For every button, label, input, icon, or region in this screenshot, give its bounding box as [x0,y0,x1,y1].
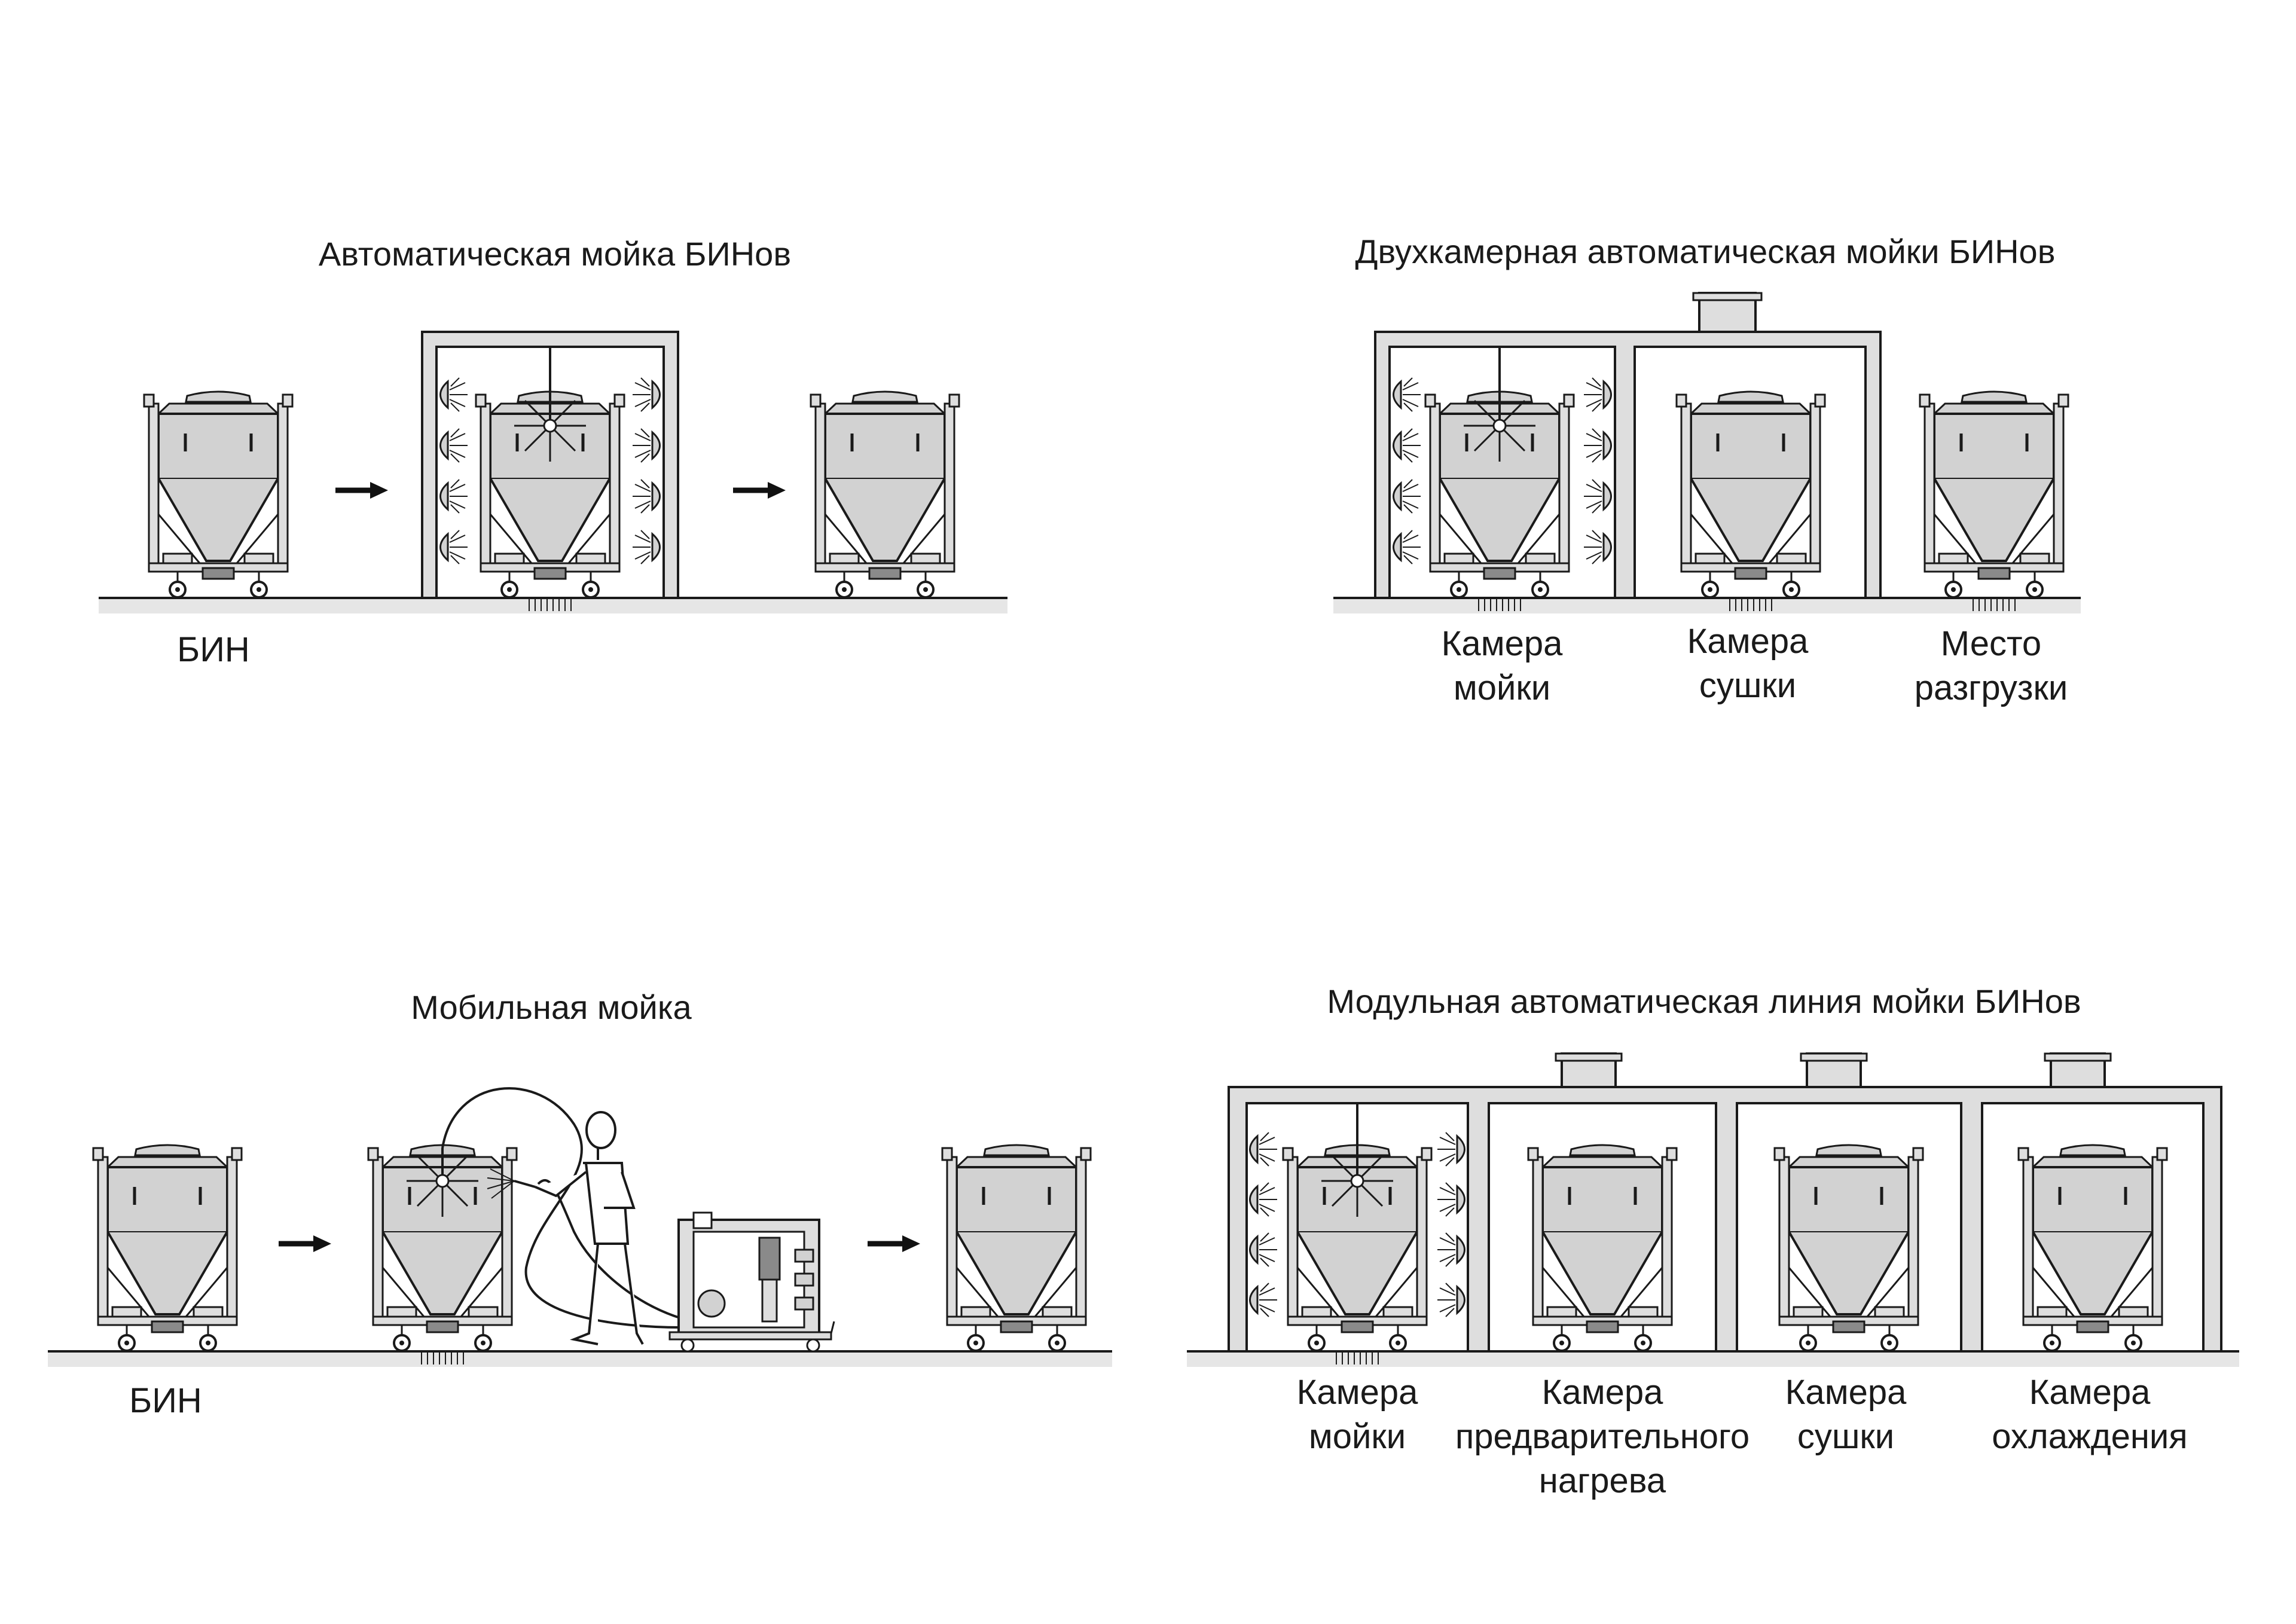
title-two-chamber-wash: Двухкамерная автоматическая мойки БИНов [1355,233,2056,270]
label-cool-chamber: Камера охлаждения [1992,1373,2188,1456]
panel-mobile-wash [48,1087,1112,1367]
bin-before [93,1145,242,1351]
title-mobile-wash: Мобильная мойка [411,988,692,1026]
spray-head [513,389,587,463]
bin-before [144,392,292,597]
arrow-right-2 [868,1235,920,1252]
label-unload-place: Место разгрузки [1914,624,2068,707]
bin-label: БИН [177,630,250,669]
arrow-right-1 [279,1235,331,1252]
spray-fan [487,1168,515,1199]
label-preheat-chamber: Камера предварительного нагрева [1455,1373,1750,1500]
bin-after [942,1145,1091,1351]
arrow-right-2 [733,482,786,499]
arrow-right-1 [335,482,388,499]
floor [1187,1351,2239,1367]
spray-head [405,1144,480,1218]
spray-head [1320,1144,1394,1218]
label-wash-chamber: Камера мойки [1296,1373,1418,1456]
title-modular-line: Модульная автоматическая линия мойки БИН… [1327,982,2081,1020]
bin-unload [1920,392,2068,597]
bin-after [811,392,959,597]
spray-head [1463,389,1537,463]
mobile-wash-unit [668,1211,835,1353]
floor [1333,598,2081,613]
label-wash-chamber: Камера мойки [1441,624,1563,707]
title-automatic-wash: Автоматическая мойка БИНов [318,235,792,273]
label-dry-chamber: Камера сушки [1687,622,1809,705]
operator-figure [487,1111,644,1345]
bin-label: БИН [129,1381,202,1420]
panel-modular-line [1187,1052,2239,1367]
hose-to-gun [537,1179,682,1320]
floor [48,1351,1112,1367]
panel-automatic-wash [99,331,1007,613]
panel-two-chamber-wash [1333,292,2081,613]
label-dry-chamber: Камера сушки [1785,1373,1907,1456]
